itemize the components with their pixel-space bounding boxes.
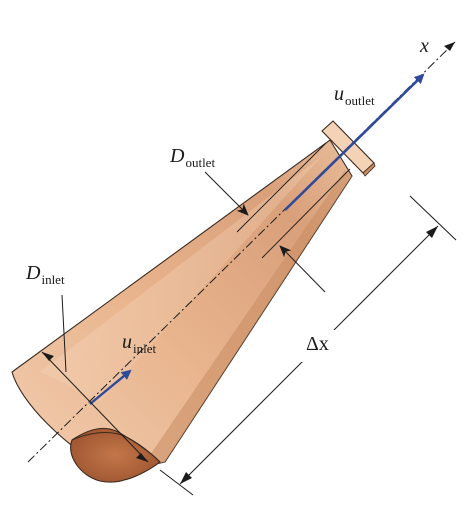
d-inlet-dimension — [41, 294, 149, 463]
delta-x-dimension — [159, 195, 457, 496]
u-inlet-label: uinlet — [122, 331, 157, 356]
u-inlet-arrow — [89, 369, 132, 405]
d-inlet-label: Dinlet — [26, 262, 65, 287]
u-outlet-arrow — [284, 73, 425, 211]
d-outlet-dimension — [204, 142, 351, 293]
inlet-opening — [70, 427, 161, 483]
delta-x-label: Δx — [306, 333, 329, 355]
x-axis-label: x — [420, 35, 429, 57]
x-axis-arrowhead — [444, 42, 455, 51]
u-outlet-label: uoutlet — [334, 83, 375, 108]
d-outlet-label: Doutlet — [170, 145, 216, 170]
